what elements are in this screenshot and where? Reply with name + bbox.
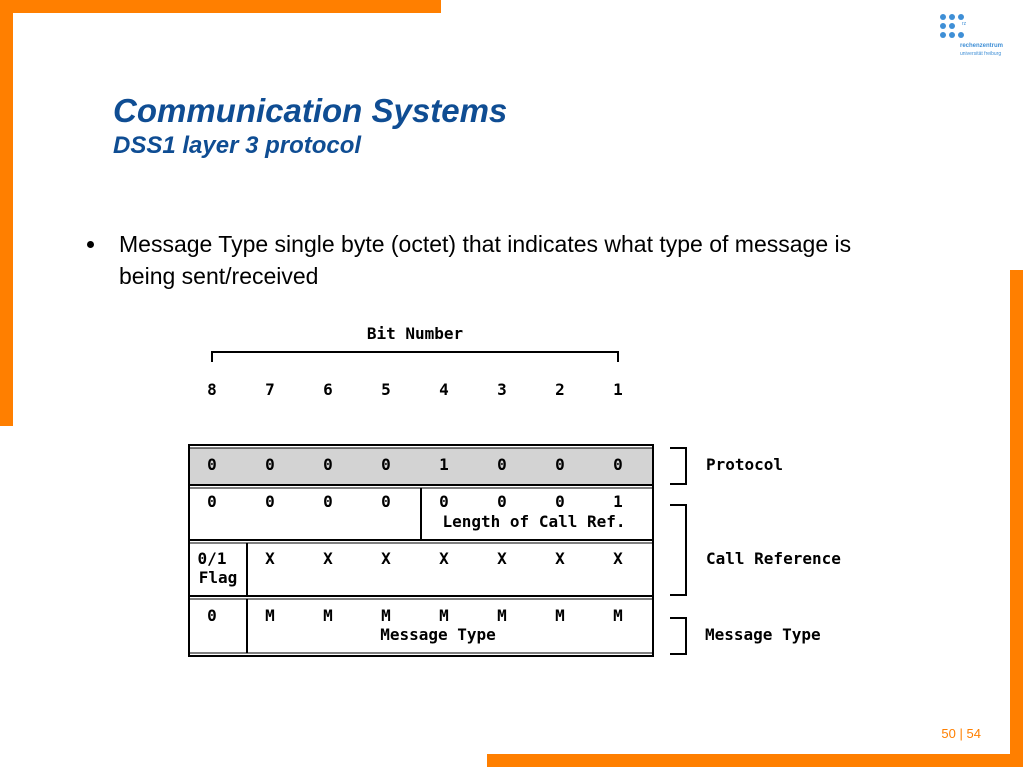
message-type-label: Message Type bbox=[705, 625, 821, 644]
bit-number: 5 bbox=[381, 380, 391, 399]
call-ref-length-bit: 0 bbox=[381, 492, 391, 511]
message-type-cell-label: Message Type bbox=[380, 625, 496, 644]
bit-number: 6 bbox=[323, 380, 333, 399]
protocol-bit: 0 bbox=[265, 455, 275, 474]
table-border bbox=[188, 444, 654, 657]
protocol-bit: 0 bbox=[381, 455, 391, 474]
call-ref-length-bit: 0 bbox=[555, 492, 565, 511]
protocol-bit: 0 bbox=[207, 455, 217, 474]
call-ref-length-bit: 0 bbox=[439, 492, 449, 511]
bit-number: 1 bbox=[613, 380, 623, 399]
protocol-bit: 0 bbox=[613, 455, 623, 474]
call-ref-value-bit: X bbox=[497, 549, 507, 568]
call-ref-length-bit: 0 bbox=[207, 492, 217, 511]
bit-number: 7 bbox=[265, 380, 275, 399]
call-ref-value-bit: X bbox=[439, 549, 449, 568]
bit-number-row: 8 7 6 5 4 3 2 1 bbox=[207, 380, 623, 399]
protocol-bit: 1 bbox=[439, 455, 449, 474]
bullet-dot-icon bbox=[87, 241, 94, 248]
flag-value: 0/1 bbox=[198, 549, 227, 568]
page-total: 54 bbox=[966, 726, 981, 741]
left-accent-bar bbox=[0, 0, 13, 426]
slide-subtitle: DSS1 layer 3 protocol bbox=[113, 132, 362, 159]
bit-number-bracket bbox=[211, 351, 619, 362]
bit-number-header: Bit Number bbox=[367, 324, 463, 343]
protocol-brace bbox=[670, 447, 687, 485]
message-first-bit: 0 bbox=[207, 606, 217, 625]
message-type-bit: M bbox=[497, 606, 507, 625]
call-ref-length-bit: 0 bbox=[323, 492, 333, 511]
flag-label: Flag bbox=[199, 568, 238, 587]
protocol-row-shading bbox=[190, 448, 652, 484]
bit-number: 8 bbox=[207, 380, 217, 399]
call-ref-value-bit: X bbox=[613, 549, 623, 568]
university-logo: rz rechenzentrum universität freiburg bbox=[938, 12, 1010, 62]
message-type-bit: M bbox=[381, 606, 391, 625]
right-accent-bar bbox=[1010, 270, 1023, 767]
message-type-bit: M bbox=[439, 606, 449, 625]
call-ref-value-bit: X bbox=[381, 549, 391, 568]
call-ref-length-bit: 0 bbox=[265, 492, 275, 511]
call-ref-length-bit: 0 bbox=[497, 492, 507, 511]
bit-number: 4 bbox=[439, 380, 449, 399]
call-ref-value-bit: X bbox=[323, 549, 333, 568]
call-ref-value-bit: X bbox=[555, 549, 565, 568]
message-type-bit: M bbox=[323, 606, 333, 625]
protocol-bit: 0 bbox=[555, 455, 565, 474]
logo-line-2: universität freiburg bbox=[960, 51, 1002, 57]
call-reference-label: Call Reference bbox=[706, 549, 841, 568]
call-ref-length-bit: 1 bbox=[613, 492, 623, 511]
protocol-label: Protocol bbox=[706, 455, 783, 474]
top-accent-bar bbox=[0, 0, 441, 13]
page-number: 50 | 54 bbox=[941, 726, 981, 741]
table-cells: 0 0 0 0 1 0 0 0 0 0 0 0 0 0 0 1X X X X X X X M M M M M M M bbox=[207, 455, 623, 625]
length-of-call-ref-label: Length of Call Ref. bbox=[442, 512, 625, 531]
bullet-text: Message Type single byte (octet) that in… bbox=[119, 231, 852, 289]
message-type-bit: M bbox=[265, 606, 275, 625]
slide-title: Communication Systems bbox=[113, 92, 508, 129]
bit-number: 2 bbox=[555, 380, 565, 399]
page-current: 50 bbox=[941, 726, 956, 741]
logo-dots-icon bbox=[938, 12, 964, 42]
logo-mark-text: rz bbox=[962, 21, 967, 27]
logo-line-1: rechenzentrum bbox=[960, 43, 1004, 49]
bit-number: 3 bbox=[497, 380, 507, 399]
call-ref-value-bit: X bbox=[265, 549, 275, 568]
bottom-accent-bar bbox=[487, 754, 1023, 767]
message-type-bit: M bbox=[613, 606, 623, 625]
call-reference-brace bbox=[670, 504, 687, 596]
message-type-bit: M bbox=[555, 606, 565, 625]
message-type-brace bbox=[670, 617, 687, 655]
page-separator: | bbox=[959, 726, 963, 741]
protocol-bit: 0 bbox=[497, 455, 507, 474]
protocol-bit: 0 bbox=[323, 455, 333, 474]
